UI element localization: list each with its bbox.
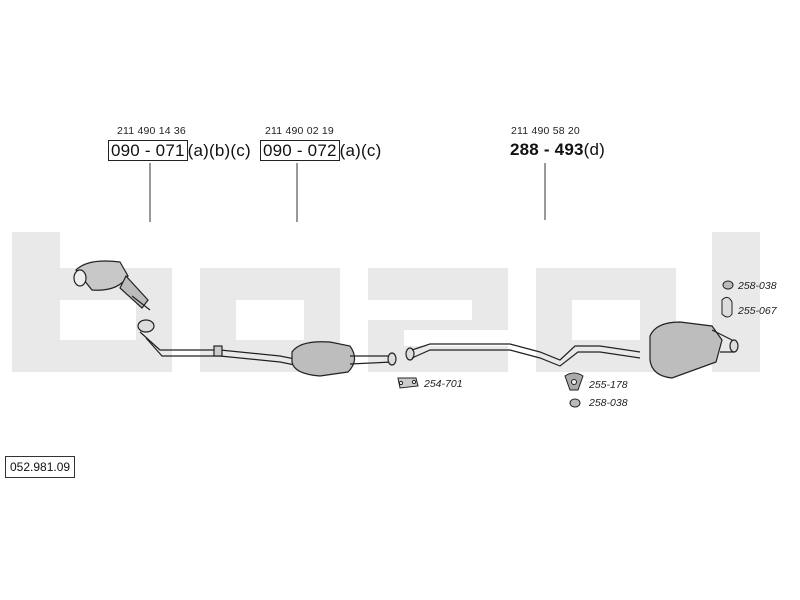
diagram-reference-number: 052.981.09 bbox=[5, 456, 76, 478]
fitting-label-255-178: 255-178 bbox=[589, 379, 628, 391]
part-suffix-3: (d) bbox=[583, 140, 606, 159]
part-code-2: 090 - 072 bbox=[260, 140, 340, 161]
oem-number-2: 211 490 02 19 bbox=[265, 125, 334, 137]
fitting-label-258-038-top: 258-038 bbox=[738, 280, 777, 292]
part-suffix-1: (a)(b)(c) bbox=[187, 141, 251, 160]
rear-silencer bbox=[649, 321, 739, 379]
part-number-3: 288 - 493(d) bbox=[510, 140, 605, 160]
rubber-ring-icon bbox=[722, 280, 734, 290]
part-number-2: 090 - 072(a)(c) bbox=[260, 140, 381, 161]
part-code-3: 288 - 493 bbox=[510, 140, 584, 159]
centre-silencer bbox=[291, 341, 397, 377]
front-pipe bbox=[137, 319, 301, 367]
fitting-label-255-067: 255-067 bbox=[738, 305, 777, 317]
catalytic-converter bbox=[73, 260, 151, 311]
mounting-bracket-icon bbox=[564, 372, 584, 391]
rear-pipe bbox=[405, 343, 641, 367]
fitting-label-254-701: 254-701 bbox=[424, 378, 463, 390]
part-suffix-2: (a)(c) bbox=[339, 141, 382, 160]
oem-number-1: 211 490 14 36 bbox=[117, 125, 186, 137]
fitting-label-258-038-bottom: 258-038 bbox=[589, 397, 628, 409]
oem-number-3: 211 490 58 20 bbox=[511, 125, 580, 137]
gasket-icon bbox=[397, 377, 419, 389]
rubber-ring-icon bbox=[569, 398, 581, 408]
part-number-1: 090 - 071(a)(b)(c) bbox=[108, 140, 251, 161]
part-code-1: 090 - 071 bbox=[108, 140, 188, 161]
hanger-icon bbox=[721, 296, 733, 318]
